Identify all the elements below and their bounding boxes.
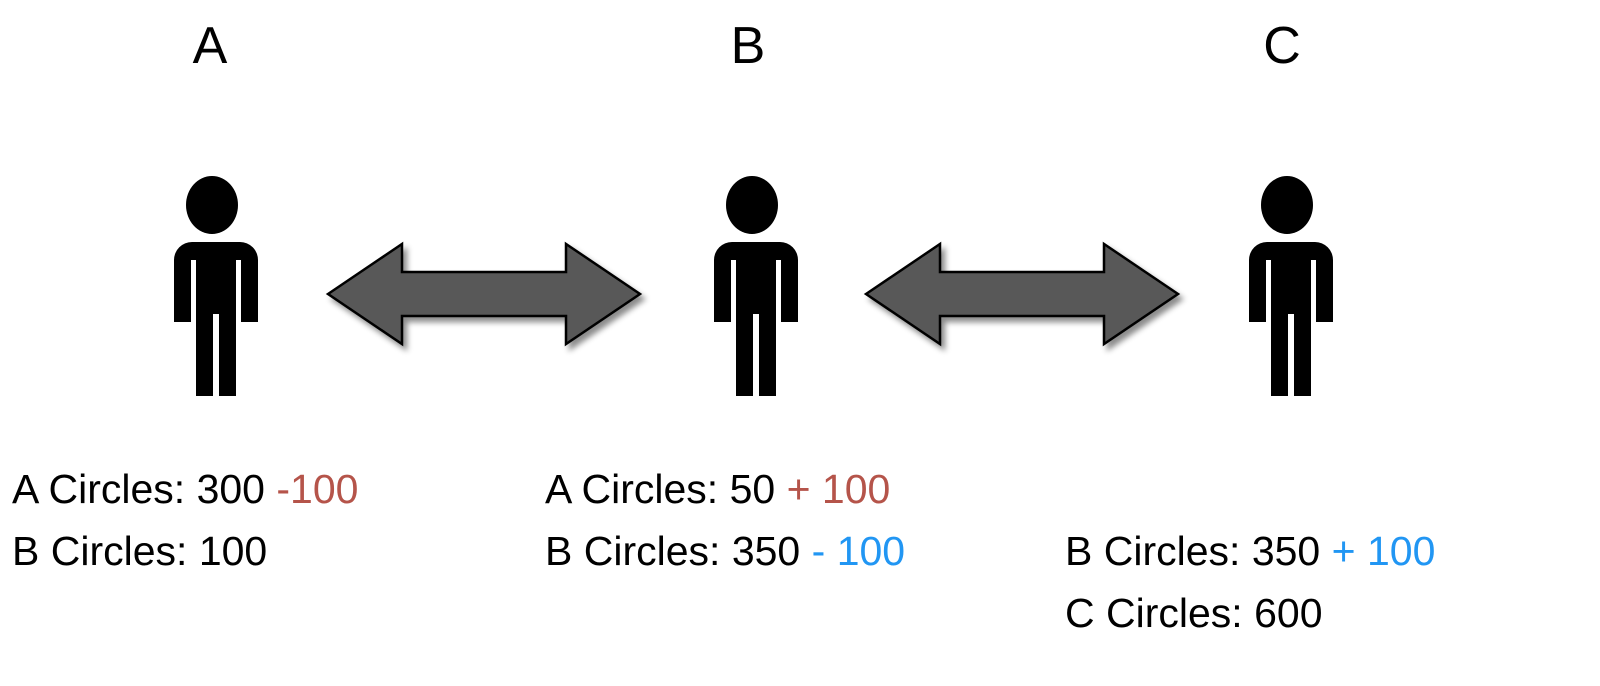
- node-label-b: B: [730, 17, 766, 75]
- ledger-column-b: A Circles: 50 + 100 B Circles: 350 - 100: [545, 458, 905, 582]
- node-label-c: C: [1263, 17, 1301, 75]
- ledger-label: C Circles:: [1065, 590, 1243, 636]
- ledger-label: B Circles:: [12, 528, 188, 574]
- ledger-label: B Circles:: [1065, 528, 1241, 574]
- ledger-column-a: A Circles: 300 -100 B Circles: 100: [12, 458, 358, 582]
- ledger-value: 350: [731, 528, 801, 574]
- ledger-label: B Circles:: [545, 528, 721, 574]
- ledger-line: B Circles: 350 - 100: [545, 520, 905, 582]
- ledger-delta: + 100: [1331, 528, 1436, 574]
- ledger-delta: - 100: [811, 528, 906, 574]
- ledger-value: 300: [196, 466, 265, 512]
- ledger-label: A Circles:: [12, 466, 186, 512]
- person-icon-b: [704, 176, 800, 398]
- ledger-column-c: B Circles: 350 + 100 C Circles: 600: [1065, 520, 1435, 644]
- person-icon-c: [1239, 176, 1335, 398]
- ledger-delta: -100: [276, 466, 359, 512]
- double-arrow-icon-a-b: [325, 240, 643, 348]
- ledger-value: 50: [729, 466, 776, 512]
- person-icon-a: [164, 176, 260, 398]
- ledger-value: 600: [1254, 590, 1323, 636]
- node-label-a: A: [192, 17, 228, 75]
- ledger-value: 100: [198, 528, 268, 574]
- ledger-line: A Circles: 50 + 100: [545, 458, 905, 520]
- ledger-value: 350: [1251, 528, 1321, 574]
- double-arrow-icon-b-c: [863, 240, 1181, 348]
- ledger-line: B Circles: 350 + 100: [1065, 520, 1435, 582]
- ledger-line: C Circles: 600: [1065, 582, 1435, 644]
- ledger-delta: + 100: [786, 466, 891, 512]
- ledger-line: A Circles: 300 -100: [12, 458, 358, 520]
- ledger-label: A Circles:: [545, 466, 719, 512]
- ledger-line: B Circles: 100: [12, 520, 358, 582]
